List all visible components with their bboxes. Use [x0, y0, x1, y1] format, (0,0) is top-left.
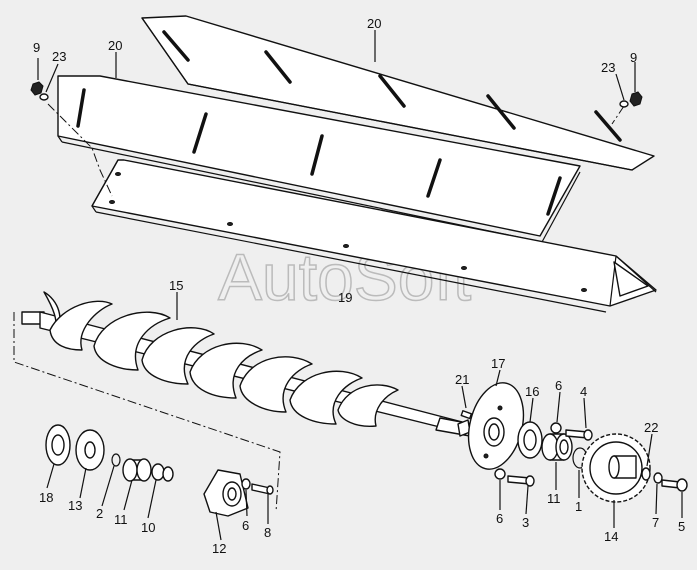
label-13: 13 — [68, 498, 82, 513]
label-21: 21 — [455, 372, 469, 387]
label-6-mid: 6 — [242, 518, 249, 533]
cover-panel-rear — [141, 15, 655, 171]
label-20-left: 20 — [108, 38, 122, 53]
label-23-right: 23 — [601, 60, 615, 75]
alignment-line-right — [611, 105, 625, 125]
flange-housing — [203, 469, 249, 517]
label-3: 3 — [522, 515, 529, 530]
label-2: 2 — [96, 506, 103, 521]
bearing-housing — [517, 421, 543, 459]
label-19: 19 — [338, 290, 352, 305]
label-4: 4 — [580, 384, 587, 399]
label-23-left: 23 — [52, 49, 66, 64]
label-15: 15 — [169, 278, 183, 293]
leader-lines — [37, 30, 683, 541]
label-12: 12 — [212, 541, 226, 556]
label-1: 1 — [575, 499, 582, 514]
seal-ring — [45, 424, 71, 466]
label-10: 10 — [141, 520, 155, 535]
label-6-top: 6 — [555, 378, 562, 393]
auger-screw — [13, 291, 473, 513]
snap-ring-left — [111, 453, 121, 467]
washer-left — [151, 463, 174, 482]
label-17: 17 — [491, 356, 505, 371]
sprocket — [581, 433, 651, 503]
label-9-right: 9 — [630, 50, 637, 65]
label-11-left: 11 — [114, 512, 128, 527]
nut-right — [619, 91, 643, 108]
cover-panel-front — [57, 75, 581, 243]
nut-left — [30, 81, 49, 101]
label-5: 5 — [678, 519, 685, 534]
alignment-line-left — [13, 312, 281, 513]
alignment-line-upper — [47, 103, 113, 197]
part-labels: 20 20 9 23 9 23 15 19 17 21 16 6 4 22 18… — [33, 16, 685, 556]
bearing-flange — [467, 382, 525, 470]
label-16: 16 — [525, 384, 539, 399]
label-9-left: 9 — [33, 40, 40, 55]
bolt-upper — [550, 422, 593, 441]
washer-and-bolt-right — [641, 467, 688, 492]
label-22: 22 — [644, 420, 658, 435]
label-6-low: 6 — [496, 511, 503, 526]
label-11-right: 11 — [547, 491, 561, 506]
bolt-small — [241, 478, 274, 495]
label-8: 8 — [264, 525, 271, 540]
bearing-left — [122, 458, 152, 482]
label-14: 14 — [604, 529, 618, 544]
cover-plate — [75, 429, 105, 471]
label-7: 7 — [652, 515, 659, 530]
shaft-key — [460, 410, 473, 420]
bearing-right — [541, 433, 573, 461]
lower-angle-panel — [91, 159, 657, 313]
label-20-top: 20 — [367, 16, 381, 31]
bolt-lower — [494, 468, 535, 487]
label-18: 18 — [39, 490, 53, 505]
